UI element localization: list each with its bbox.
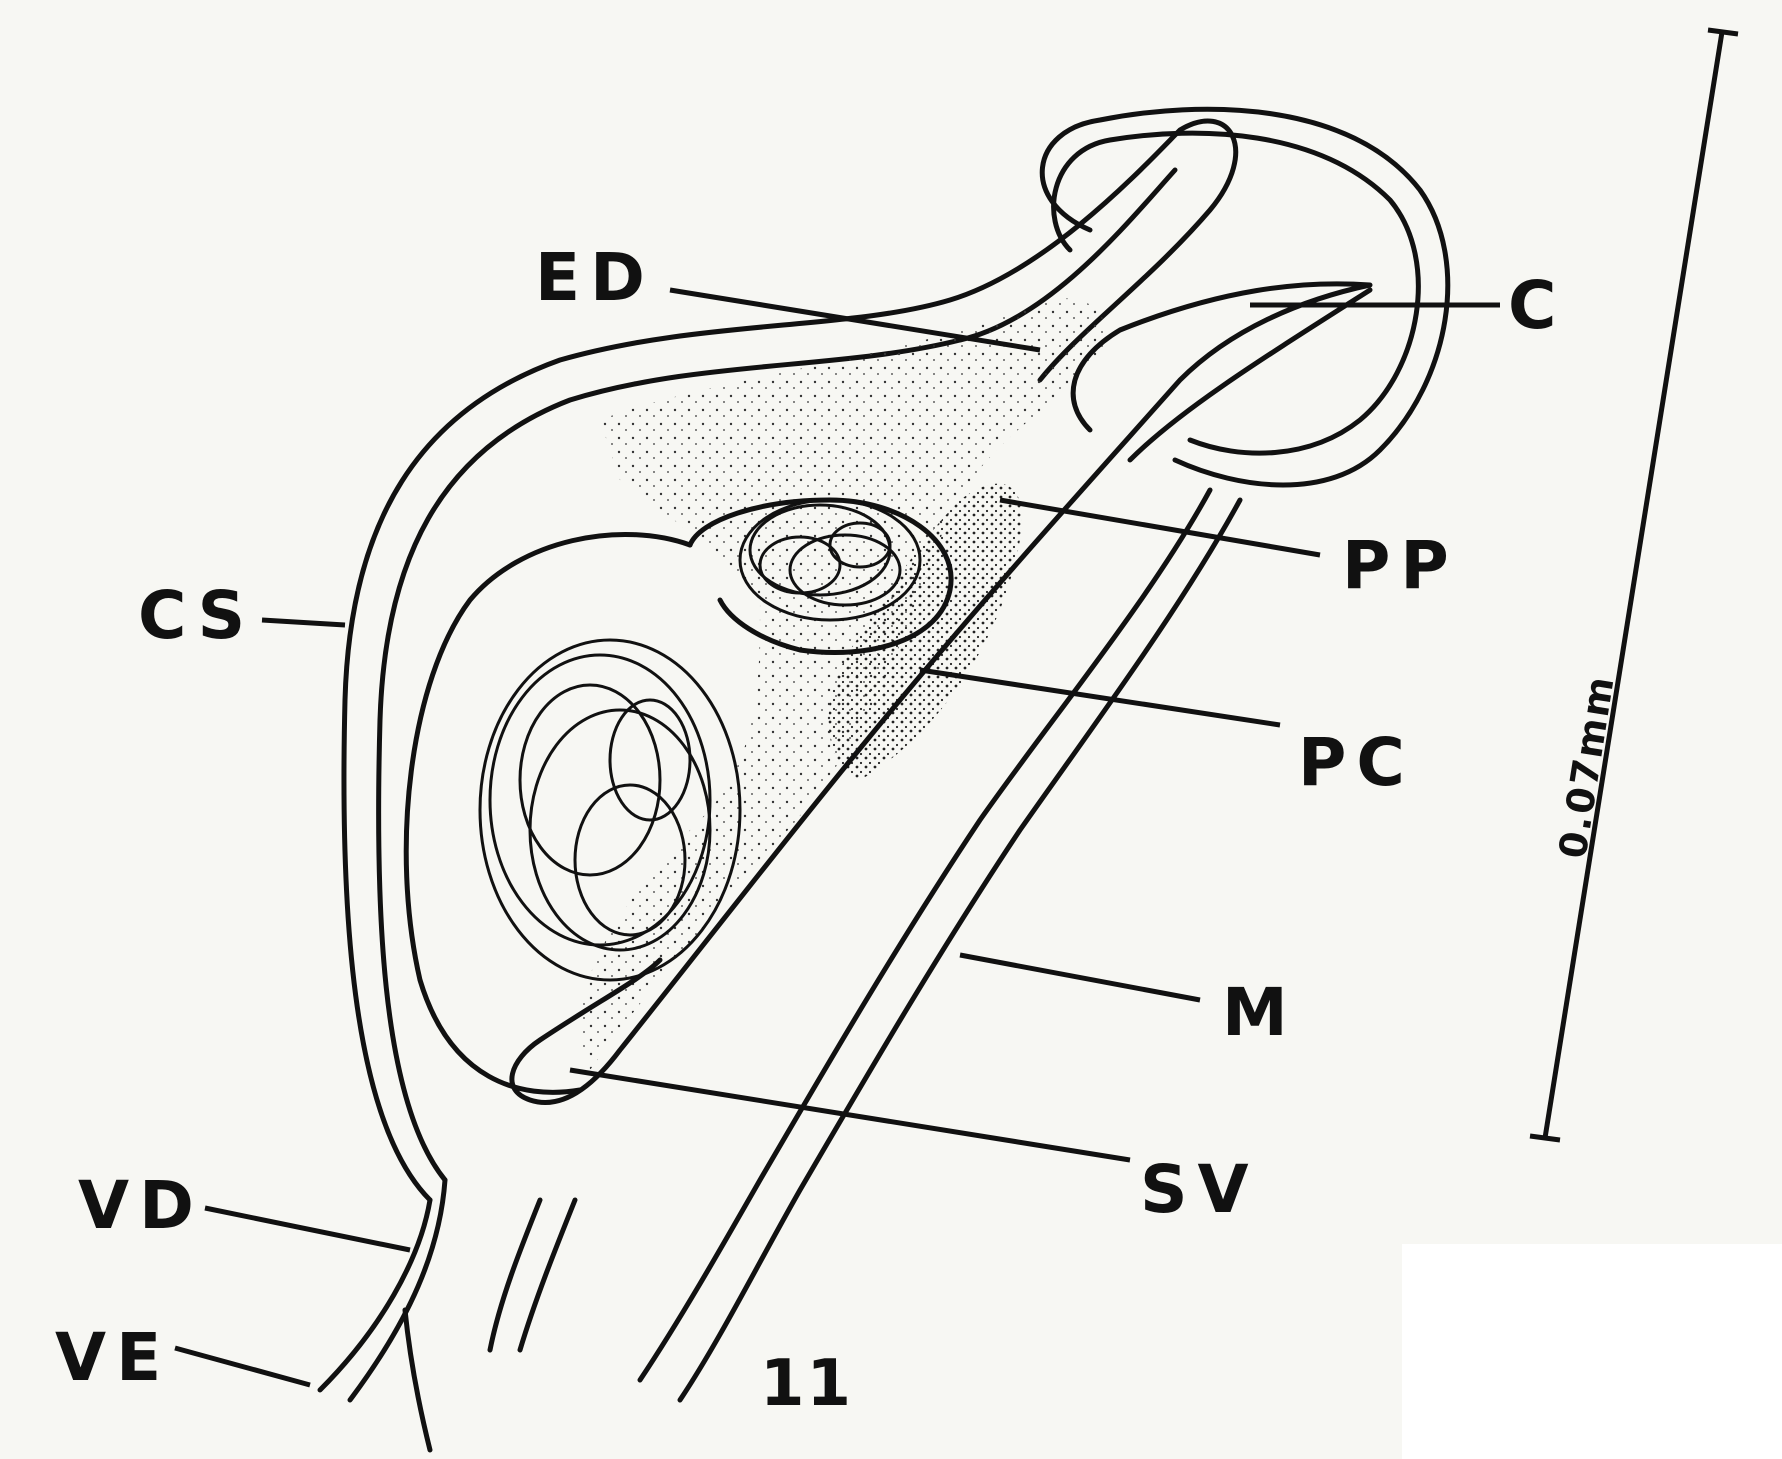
label-VE: VE [55, 1319, 171, 1396]
label-PP: PP [1342, 527, 1459, 604]
nucleus-lower [480, 640, 740, 980]
label-VD: VD [78, 1167, 204, 1244]
label-C: C [1508, 267, 1566, 344]
figure-number: 11 [760, 1347, 853, 1421]
label-M: M [1222, 974, 1298, 1051]
label-SV: SV [1140, 1151, 1259, 1228]
label-CS: CS [138, 577, 255, 654]
label-ED: ED [535, 239, 655, 316]
label-PC: PC [1298, 724, 1415, 801]
scale-bar: 0.07mm [1530, 30, 1738, 1140]
scale-bar-label: 0.07mm [1550, 672, 1622, 862]
